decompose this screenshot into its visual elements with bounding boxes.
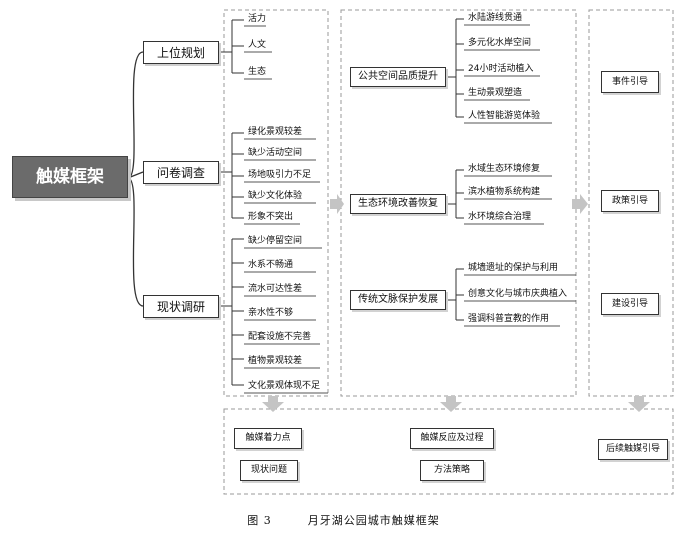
middle-3-item: 强调科普宣教的作用 — [468, 314, 550, 324]
branch-2-item: 缺少文化体验 — [248, 191, 303, 201]
branch-2-item: 绿化景观较差 — [248, 127, 303, 137]
caption-number: 图 3 — [247, 514, 272, 527]
edge-root-branch-3 — [127, 177, 144, 307]
output-node-construction: 建设引导 — [601, 293, 659, 315]
branch-1-item: 生态 — [248, 67, 267, 77]
edge-root-branch-1 — [127, 51, 144, 179]
edge-root-branch-2 — [127, 171, 144, 179]
middle-2-item: 滨水植物系统构建 — [468, 187, 541, 197]
middle-1-item: 多元化水岸空间 — [468, 38, 532, 48]
branch-2-item: 场地吸引力不足 — [248, 170, 312, 180]
middle-3-node: 传统文脉保护发展 — [350, 290, 446, 310]
middle-2-node: 生态环境改善恢复 — [350, 194, 446, 214]
branch-3-item: 植物景观较差 — [248, 356, 303, 366]
middle-2-item: 水域生态环境修复 — [468, 164, 541, 174]
branch-2-item: 形象不突出 — [248, 212, 294, 222]
middle-underlines — [464, 24, 576, 327]
branch-1-item: 活力 — [248, 14, 267, 24]
branch-3-item: 缺少停留空间 — [248, 236, 303, 246]
arrow-down-1 — [262, 396, 284, 412]
branch-1-node: 上位规划 — [143, 41, 219, 64]
bottom-node-catalyst-reaction: 触媒反应及过程 — [410, 428, 494, 449]
zone-output — [588, 9, 674, 397]
branch-3-item: 亲水性不够 — [248, 308, 294, 318]
middle-3-item: 创意文化与城市庆典植入 — [468, 289, 568, 299]
branch-2-item: 缺少活动空间 — [248, 148, 303, 158]
arrow-down-3 — [628, 396, 650, 412]
brace-middle-1 — [446, 18, 464, 118]
brace-branch-3 — [219, 238, 244, 386]
branch-3-node: 现状调研 — [143, 295, 219, 318]
brace-middle-2 — [446, 169, 464, 219]
brace-branch-2 — [219, 132, 244, 219]
output-node-event: 事件引导 — [601, 71, 659, 93]
bottom-node-current-problems: 现状问题 — [240, 460, 298, 481]
branch-1-item: 人文 — [248, 40, 267, 50]
brace-branch-1 — [219, 19, 244, 74]
middle-1-item: 24小时活动植入 — [468, 64, 534, 74]
bottom-node-methods: 方法策略 — [420, 460, 484, 481]
bottom-node-followup: 后续触媒引导 — [598, 439, 668, 460]
arrow-down-2 — [440, 396, 462, 412]
middle-3-item: 城墙遗址的保护与利用 — [468, 263, 559, 273]
middle-1-item: 水陆游线贯通 — [468, 13, 523, 23]
middle-2-item: 水环境综合治理 — [468, 212, 532, 222]
bottom-node-catalyst-point: 触媒着力点 — [234, 428, 302, 449]
caption-title: 月牙湖公园城市触媒框架 — [307, 514, 440, 527]
branch-3-item: 配套设施不完善 — [248, 332, 312, 342]
arrow-input-to-process — [330, 194, 344, 214]
branch-3-item: 文化景观体现不足 — [248, 381, 321, 391]
output-node-policy: 政策引导 — [601, 190, 659, 212]
arrow-process-to-output — [572, 194, 588, 214]
branch-3-item: 流水可达性差 — [248, 284, 303, 294]
root-node: 触媒框架 — [12, 156, 128, 198]
middle-1-item: 生动景观塑造 — [468, 88, 523, 98]
branch-2-node: 问卷调查 — [143, 161, 219, 184]
middle-1-node: 公共空间品质提升 — [350, 67, 446, 87]
figure-caption: 图 3 月牙湖公园城市触媒框架 — [0, 512, 687, 528]
branch-3-item: 水系不畅通 — [248, 260, 294, 270]
brace-middle-3 — [446, 268, 464, 321]
leaf-underlines — [244, 25, 328, 394]
middle-1-item: 人性智能游览体验 — [468, 111, 541, 121]
